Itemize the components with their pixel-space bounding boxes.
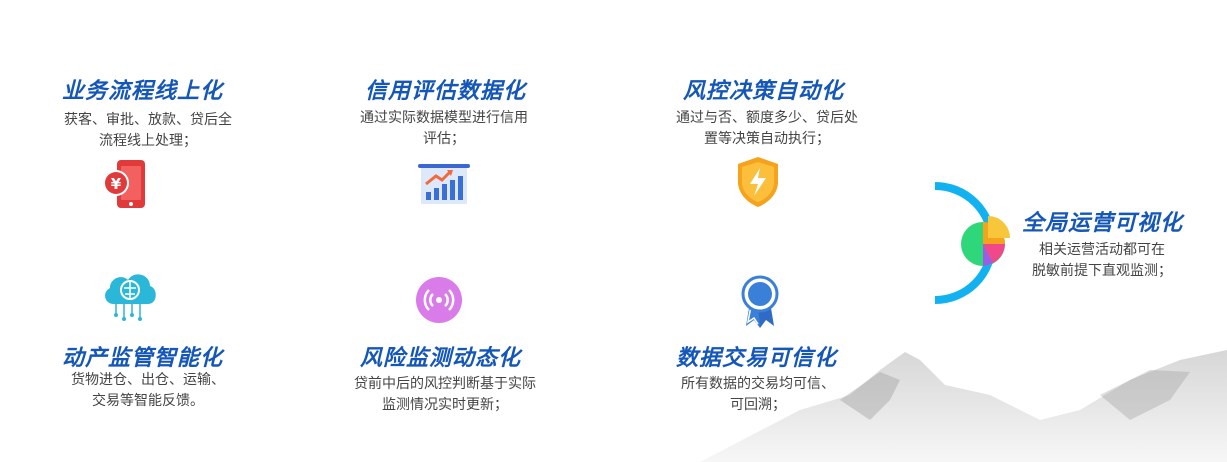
mobile-payment-icon: ¥ <box>103 160 145 208</box>
desc-line: 所有数据的交易均可信、 <box>681 376 835 392</box>
stage-desc-risk-automation: 通过与否、额度多少、贷后处 置等决策自动执行； <box>652 108 882 150</box>
desc-line: 获客、审批、放款、贷后全 <box>64 112 232 128</box>
cloud-brain-icon <box>105 274 156 321</box>
stage-title-movable-supervision: 动产监管智能化 <box>62 346 224 371</box>
stage-desc-risk-monitoring: 贷前中后的风控判断基于实际 监测情况实时更新； <box>330 374 560 416</box>
stage-desc-global-visual: 相关运营活动都可在 脱敏前提下直观监测； <box>1012 240 1192 282</box>
stage-title-business-online: 业务流程线上化 <box>62 79 224 104</box>
stage-title-credit-data: 信用评估数据化 <box>365 79 527 104</box>
stage-desc-business-online: 获客、审批、放款、贷后全 流程线上处理； <box>40 110 256 152</box>
stage-title-trusted-trading: 数据交易可信化 <box>676 346 838 371</box>
desc-line: 脱敏前提下直观监测； <box>1032 263 1172 279</box>
stage-desc-movable-supervision: 货物进仓、出仓、运输、 交易等智能反馈。 <box>40 370 256 412</box>
yen-symbol: ¥ <box>111 175 122 193</box>
stage-title-global-visual: 全局运营可视化 <box>1022 211 1184 236</box>
pie-chart-icon <box>961 216 1010 266</box>
bar-chart-board-icon <box>418 164 470 204</box>
desc-line: 置等决策自动执行； <box>704 131 830 147</box>
desc-line: 可回溯； <box>730 397 786 413</box>
desc-line: 交易等智能反馈。 <box>92 393 204 409</box>
stage-desc-trusted-trading: 所有数据的交易均可信、 可回溯； <box>648 374 868 416</box>
desc-line: 贷前中后的风控判断基于实际 <box>354 376 536 392</box>
desc-line: 评估； <box>423 131 465 147</box>
stage-desc-credit-data: 通过实际数据模型进行信用 评估； <box>334 108 554 150</box>
desc-line: 通过实际数据模型进行信用 <box>360 110 528 126</box>
desc-line: 流程线上处理； <box>99 133 197 149</box>
desc-line: 相关运营活动都可在 <box>1039 242 1165 258</box>
shield-lightning-icon <box>738 157 778 207</box>
signal-monitor-icon <box>416 277 462 323</box>
certificate-badge-icon <box>741 275 779 328</box>
desc-line: 监测情况实时更新； <box>382 397 508 413</box>
desc-line: 通过与否、额度多少、贷后处 <box>676 110 858 126</box>
stage-title-risk-automation: 风控决策自动化 <box>683 79 845 104</box>
stage-title-risk-monitoring: 风险监测动态化 <box>360 346 522 371</box>
desc-line: 货物进仓、出仓、运输、 <box>71 372 225 388</box>
